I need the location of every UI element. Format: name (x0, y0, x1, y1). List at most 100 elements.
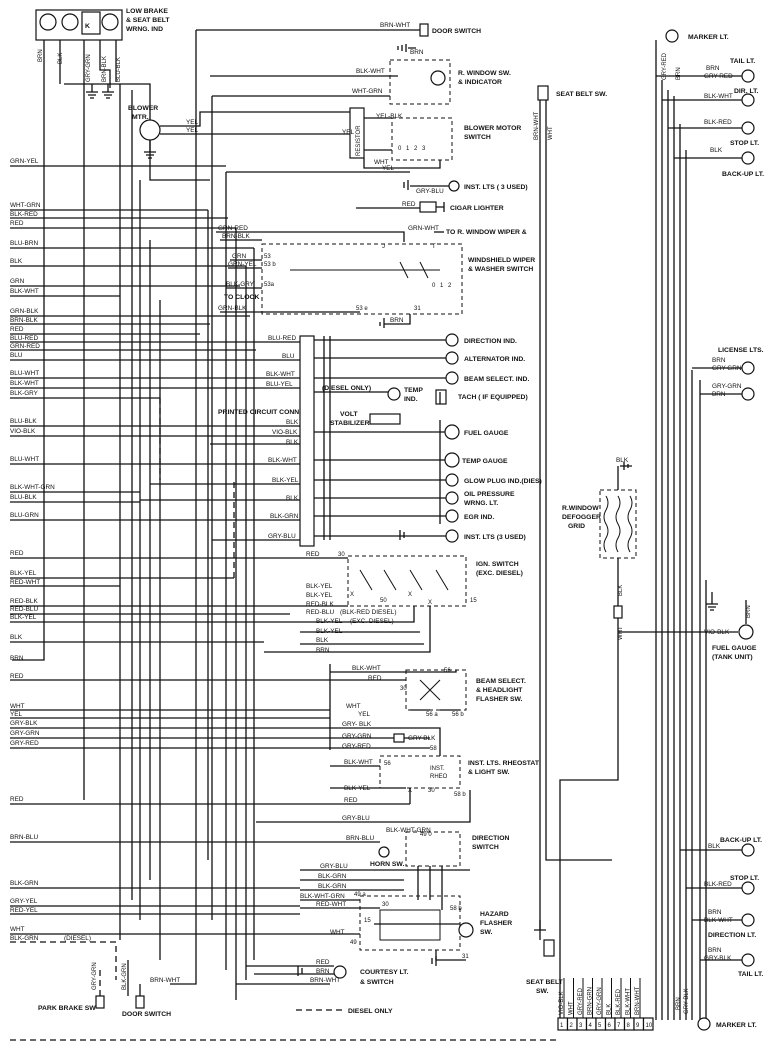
ignition-switch-box (347, 555, 467, 607)
volt-stabilizer-label-2: STABILIZER (330, 420, 370, 427)
beam-select-switch-box (405, 669, 467, 711)
windshield-wiper-label: WINDSHIELD WIPER (468, 257, 535, 264)
dir-lt-top-lamp-icon (741, 93, 755, 107)
oil-pressure-lamp-icon (445, 491, 459, 505)
grid-label: GRID (568, 523, 585, 530)
wire-label: BLK-RED (10, 211, 38, 218)
switch-pos-label: 0 (432, 283, 436, 289)
wire-label: GRY-GRN (10, 730, 40, 737)
wire-label: WHT (374, 159, 389, 166)
wire-label: GRY-BLK (684, 988, 690, 1014)
terminal-label: 50 (380, 598, 387, 604)
wire-label: BLK-WHT (10, 380, 39, 387)
inst-lts-rheostat-box (379, 755, 461, 789)
wire-label: BLK-GRN (10, 880, 39, 887)
cigar-lighter-icon (419, 201, 437, 213)
switch-pos-label: 2 (414, 146, 418, 152)
oil-pressure-label: OIL PRESSURE (464, 491, 515, 498)
r-window-indicator-label: & INDICATOR (458, 79, 502, 86)
door-switch-top-icon (419, 23, 429, 37)
wire-label: BRN (316, 968, 330, 975)
connector-pin-wire-label: BRN-GRN (588, 987, 594, 1015)
blower-motor-label: BLOWER (128, 105, 158, 112)
wire-label: BLK-GRN (318, 873, 347, 880)
terminal-label: J (382, 244, 385, 250)
wire-label: BLK (286, 419, 299, 426)
seat-belt-sw-top-label: SEAT BELT SW. (556, 91, 607, 98)
wire-label: BLK-WHT (352, 665, 381, 672)
wire-label: BLK-GRY (226, 281, 255, 288)
blower-switch-label: BLOWER MOTOR (464, 125, 521, 132)
wire-label: RED (316, 959, 330, 966)
tank-unit-label: (TANK UNIT) (712, 654, 753, 661)
direction-ind-lamp-icon (445, 333, 459, 347)
wire-label: BRN (708, 909, 722, 916)
direction-ind-label: DIRECTION IND. (464, 338, 517, 345)
wire-label: GRN-BLK (218, 305, 247, 312)
wire-label: BLK-GRN (318, 883, 347, 890)
wire-label: WHT (346, 703, 361, 710)
terminal-label: 53 b (264, 262, 276, 268)
direction-lt-bottom-lamp-icon (741, 913, 755, 927)
wire-label: GRY- BLK (342, 721, 372, 728)
wire-label: BRN-WHT (534, 111, 540, 140)
direction-switch-label-2: SWITCH (472, 844, 499, 851)
low-brake-lamp-1-icon (39, 13, 57, 31)
beam-select-sw-label: BEAM SELECT. (476, 678, 526, 685)
wire-label: BLK (708, 843, 721, 850)
wire-label: VIO-BLK (272, 429, 298, 436)
direction-switch-box (405, 831, 461, 867)
wire-label: BRN (708, 947, 722, 954)
wire-label: YEL (10, 711, 23, 718)
instrument-indicators: DIRECTION IND. ALTERNATOR IND. BEAM SELE… (322, 333, 542, 543)
wire-label: RED (10, 673, 24, 680)
wire-label: GRY-GRN (92, 962, 98, 990)
headlight-label: & HEADLIGHT (476, 687, 523, 694)
connector-pin-number: 2 (570, 1023, 574, 1029)
wire-label: RED (402, 201, 416, 208)
marker-lt-top-label: MARKER LT. (688, 34, 729, 41)
printed-circuit-connector (299, 335, 315, 547)
r-window-indicator-lamp-icon (430, 70, 446, 86)
terminal-label: 49 0 (420, 832, 432, 838)
switch-pos-label: 2 (448, 283, 452, 289)
left-wire-group-lower: RED BLK-YEL RED-WHT RED-BLK RED-BLU BLK-… (10, 550, 410, 980)
wire-label: BRN-WHT (150, 977, 180, 984)
stop-lt-top-label: STOP LT. (730, 140, 759, 147)
wire-label: RED-WHT (10, 579, 40, 586)
wire-label: BRN-WHT (380, 22, 410, 29)
terminal-label: 30 (338, 552, 345, 558)
wire-label: WHT (618, 626, 624, 640)
light-sw-label: & LIGHT SW. (468, 769, 510, 776)
terminal-label: 49 a (354, 892, 366, 898)
wire-label: BLK (616, 457, 629, 464)
wire-label: BLU-GRN (10, 512, 39, 519)
wire-label: GRY-BLU (416, 188, 444, 195)
tail-lt-top-lamp-icon (741, 69, 755, 83)
defogger-label: DEFOGGER (562, 514, 601, 521)
wire-label: BLK-WHT (266, 371, 295, 378)
wire-label: BLK-WHT-GRN (300, 893, 345, 900)
wire-label: BLU (282, 353, 295, 360)
courtesy-lt-lamp-icon (333, 965, 347, 979)
diesel-only-label: (DIESEL ONLY) (322, 385, 371, 392)
wire-label: GRN-RED (218, 225, 248, 232)
diesel-only-legend-label: DIESEL ONLY (348, 1008, 393, 1015)
wire-label: BLU-RED (10, 335, 38, 342)
terminal-label: 56 b (452, 712, 464, 718)
wire-label: YEL (358, 711, 371, 718)
connector-pin-wire-label: BLK-RED (616, 988, 622, 1015)
wire-label: YEL-BLK (376, 113, 403, 120)
terminal-label: 30 (428, 788, 435, 794)
wire-label: YEL (382, 165, 395, 172)
inst-rheo-label-2: RHEO (430, 774, 448, 780)
fuel-gauge-tank-label: FUEL GAUGE (712, 645, 757, 652)
back-up-lt-bottom-lamp-icon (741, 843, 755, 857)
cigar-lighter-label: CIGAR LIGHTER (450, 205, 504, 212)
connector-pin-number: 6 (608, 1023, 612, 1029)
wire-label: GRY-GRN (342, 733, 372, 740)
wire-label: GRY-BLU (268, 533, 296, 540)
wire-label: GRY-BLU (342, 815, 370, 822)
seat-belt-sw-bottom-label: SEAT BELT (526, 979, 564, 986)
wire-label: GRY-GRN (712, 383, 742, 390)
